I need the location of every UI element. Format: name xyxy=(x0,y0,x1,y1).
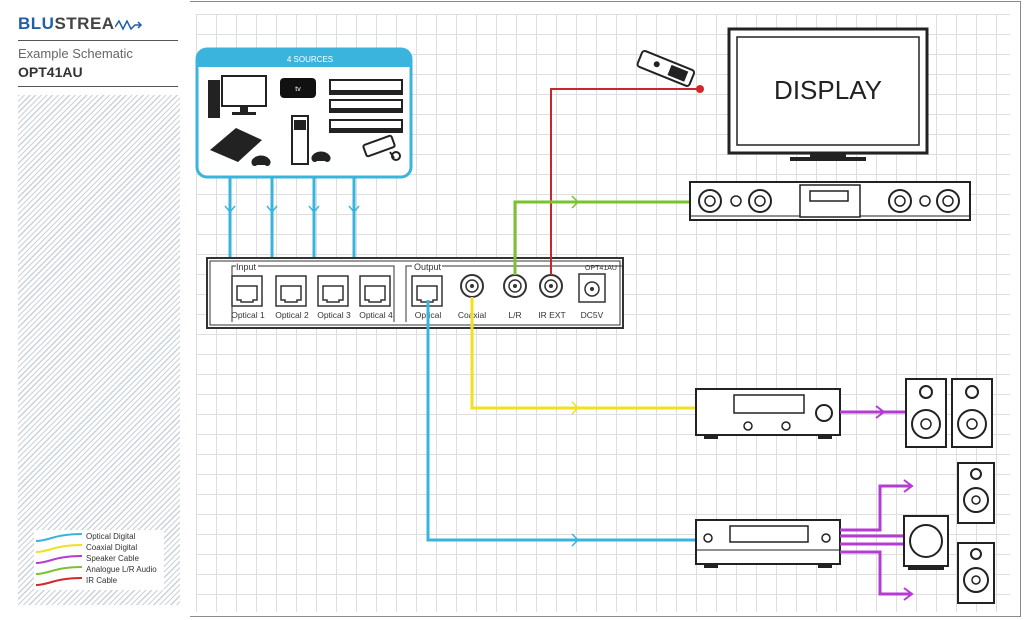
device-model-label: OPT41AU xyxy=(585,265,617,272)
legend-item: Speaker Cable xyxy=(34,554,164,565)
optical-port xyxy=(317,275,349,307)
port-label: Optical 1 xyxy=(231,310,265,320)
output-group-label: Output xyxy=(414,262,442,272)
port-label: IR EXT xyxy=(538,310,565,320)
port-label: Optical 3 xyxy=(317,310,351,320)
speaker xyxy=(951,378,993,448)
remote-control-icon xyxy=(636,49,696,87)
coaxial-cable xyxy=(470,297,696,410)
sidebar: BLUSTREA Example Schematic OPT41AU Optic… xyxy=(0,0,190,620)
soundbar xyxy=(689,181,971,221)
port-label: Optical 2 xyxy=(275,310,309,320)
optical-output-cable xyxy=(426,300,696,542)
optical-port xyxy=(231,275,263,307)
flow-arrows xyxy=(224,205,360,214)
input-group-label: Input xyxy=(236,262,257,272)
legend-item: Coaxial Digital xyxy=(34,543,164,554)
svg-text:tv: tv xyxy=(295,86,301,93)
logo-wave-icon xyxy=(113,18,142,31)
model-name: OPT41AU xyxy=(18,64,83,80)
opt41au-device: OPT41AU Input Output Optical 1 Optical 2… xyxy=(206,257,624,329)
ir-cable xyxy=(550,88,700,275)
display-tv: DISPLAY xyxy=(727,27,929,161)
av-receiver xyxy=(695,519,841,568)
xbox-icon xyxy=(291,115,331,165)
blustream-logo: BLUSTREA xyxy=(18,14,143,34)
divider xyxy=(18,86,178,87)
port-label: Optical 4 xyxy=(359,310,393,320)
legend-item: IR Cable xyxy=(34,576,164,587)
speaker xyxy=(905,378,947,448)
optical-port xyxy=(359,275,391,307)
ir-emitter xyxy=(696,85,704,93)
cable-legend: Optical Digital Coaxial Digital Speaker … xyxy=(34,530,164,590)
cctv-camera-icon xyxy=(362,134,401,161)
legend-item: Optical Digital xyxy=(34,532,164,543)
pc-icon xyxy=(208,75,267,118)
flow-arrow xyxy=(571,401,580,415)
coaxial-port xyxy=(460,274,484,298)
port-label: L/R xyxy=(508,310,521,320)
appletv-icon: tv xyxy=(280,78,316,98)
settop-box-icon xyxy=(329,79,403,133)
sources-title: 4 SOURCES xyxy=(287,55,333,64)
playstation-icon xyxy=(210,128,271,167)
speaker xyxy=(957,462,995,524)
stereo-amplifier xyxy=(695,388,841,439)
display-label: DISPLAY xyxy=(774,75,882,105)
hatched-panel xyxy=(18,95,180,605)
subwoofer xyxy=(903,515,949,570)
flow-arrow xyxy=(571,533,580,547)
flow-arrow xyxy=(571,195,580,209)
analogue-lr-cable xyxy=(513,200,690,275)
optical-port xyxy=(275,275,307,307)
speaker xyxy=(957,542,995,604)
ir-ext-port xyxy=(539,274,563,298)
divider xyxy=(18,40,178,41)
lr-audio-port xyxy=(503,274,527,298)
legend-item: Analogue L/R Audio xyxy=(34,565,164,576)
port-label: DC5V xyxy=(581,310,604,320)
schematic-title: Example Schematic xyxy=(18,46,133,61)
dc5v-port xyxy=(578,273,606,303)
speaker-cables xyxy=(840,484,912,596)
